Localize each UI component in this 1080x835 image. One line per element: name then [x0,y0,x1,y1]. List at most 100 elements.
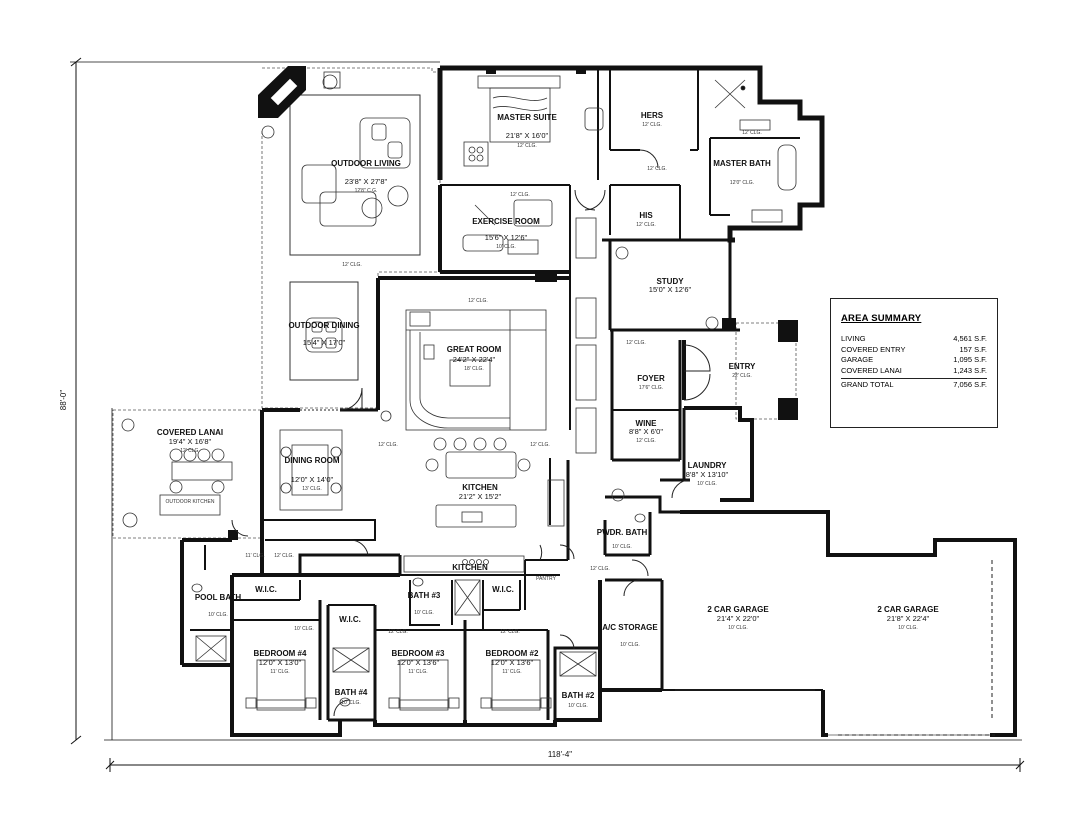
outdoor-living-label: OUTDOOR LIVING [331,159,401,168]
columns [228,66,798,540]
summary-row-garage: GARAGE 1,095 S.F. [841,355,987,366]
great-room-furniture [405,309,547,431]
outdoor-living-dims: 23'8" X 27'8" [345,177,388,186]
walls [180,65,1017,737]
kitchen-label: KITCHEN [462,483,498,492]
outdoor-dining-label: OUTDOOR DINING [288,321,359,330]
ac-storage-label: A/C STORAGE [602,623,658,632]
laundry-ceiling: 10' CLG. [697,481,717,487]
bath-4-ceiling: 10' CLG. [341,700,361,706]
covered-lanai-label: COVERED LANAI [157,428,223,437]
area-summary-title: AREA SUMMARY [841,313,922,324]
master-bath-ceiling: 12'0" CLG. [730,180,754,186]
bath-fixtures [191,513,646,707]
pwdr-bath-label: PWDR. BATH [597,528,648,537]
exercise-room-dims: 15'6" X 12'6" [485,233,528,242]
bedroom-4-label: BEDROOM #4 [254,649,307,658]
his-label: HIS [639,211,653,220]
bedroom-2-label: BEDROOM #2 [486,649,539,658]
door-swings [231,149,711,717]
dining-room-label: DINING ROOM [284,456,339,465]
summary-row-label: GARAGE [841,355,874,365]
closet-ceiling-note: 12' CLG. [647,166,667,172]
bedroom-4-dims: 12'0" X 13'0" [259,658,302,667]
bedroom-3-ceiling-note: 12' CLG. [388,629,408,635]
wic-3-label: W.I.C. [492,585,514,594]
dining-room-ceiling: 13' CLG. [302,486,322,492]
fireplace [258,66,306,118]
wic-1-label: W.I.C. [255,585,277,594]
exercise-room-ceiling: 10' CLG. [496,244,516,250]
summary-row-value: 157 S.F. [959,344,987,354]
bedroom-3-dims: 12'0" X 13'6" [397,658,440,667]
bath-4-label: BATH #4 [335,688,368,697]
overall-width-dimension: 118'-4" [548,750,572,759]
overall-depth-dimension: 88'-0" [59,390,68,411]
dining-room-dims: 12'0" X 14'0" [291,475,334,484]
foyer-ceiling: 17'6" CLG. [639,385,663,391]
summary-row-grand-total: GRAND TOTAL 7,056 S.F. [841,378,987,391]
his-ceiling: 12' CLG. [636,222,656,228]
bath-2-ceiling: 10' CLG. [568,703,588,709]
great-room-top-ceiling-note: 12' CLG. [468,298,488,304]
master-bed [463,75,604,167]
pool-bath-ceiling: 10' CLG. [208,612,228,618]
garage-2-dims: 21'8" X 22'4" [887,614,930,623]
summary-row-living: LIVING 4,561 S.F. [841,334,987,345]
garage-doors [675,560,995,736]
summary-row-value: 1,243 S.F. [953,365,987,375]
bath-3-label: BATH #3 [408,591,441,600]
wic-2-label: W.I.C. [339,615,361,624]
summary-row-value: 4,561 S.F. [953,334,987,343]
pantry-label: PANTRY [536,576,556,582]
entry-label: ENTRY [729,362,756,371]
bedroom-4-ceiling: 11' CLG. [270,669,289,675]
wine-dims: 8'8" X 6'0" [629,427,663,436]
bedroom-2-dims: 12'0" X 13'6" [491,658,534,667]
pool-bath-label: POOL BATH [195,593,242,602]
wine-label: WINE [636,419,658,428]
study-dims: 15'0" X 12'6" [649,285,692,294]
master-suite-ceiling: 12' CLG. [517,143,537,149]
garage-1-dims: 21'4" X 22'0" [717,614,760,623]
lanai-furniture [169,429,343,511]
summary-row-covered-lanai: COVERED LANAI 1,243 S.F. [841,366,987,377]
outdoor-dining-dims: 15'4" X 17'0" [303,338,346,347]
wine-ceiling: 12' CLG. [636,438,656,444]
summary-row-covered-entry: COVERED ENTRY 157 S.F. [841,345,987,356]
master-bath-ceiling-note: 12' CLG. [742,130,762,136]
bath-2-label: BATH #2 [562,691,595,700]
summary-total-value: 7,056 S.F. [953,380,987,390]
bedroom-3-label: BEDROOM #3 [392,649,445,658]
kitchen-counter-label: KITCHEN [452,563,488,572]
bedroom-2-ceiling-note: 12' CLG. [500,629,520,635]
covered-lanai-ceiling: 12' CLG. [180,448,200,454]
outdoor-kitchen-label: OUTDOOR KITCHEN [166,499,215,505]
bedroom-4-ceiling-note: 10' CLG. [294,626,314,632]
outdoor-living-furniture [301,71,411,227]
exercise-room-label: EXERCISE ROOM [472,217,540,226]
kitchen-ceiling-note: 12' CLG. [530,442,550,448]
outdoor-living-ceiling: 12'8" C.G. [355,188,378,194]
kitchen-fixtures [403,437,565,573]
covered-lanai-dims: 19'4" X 16'8" [169,437,212,446]
built-in-shelves [575,217,597,454]
hall-ceiling-note-left: 11' CLG. [245,553,264,559]
bedroom-furniture [245,659,552,711]
summary-row-label: LIVING [841,334,866,343]
study-label: STUDY [656,277,684,286]
bath-3-ceiling: 10' CLG. [414,610,434,616]
summary-row-label: COVERED LANAI [841,365,902,375]
master-bath-label: MASTER BATH [713,159,771,168]
master-suite-label: MASTER SUITE [497,113,557,122]
pwdr-bath-ceiling: 10' CLG. [612,544,632,550]
exercise-equipment [462,199,553,255]
great-room-ceiling: 18' CLG. [464,366,484,372]
summary-row-value: 1,095 S.F. [953,355,987,365]
laundry-label: LAUNDRY [688,461,727,470]
garage-1-ceiling: 10' CLG. [728,625,748,631]
garage-2-label: 2 CAR GARAGE [877,605,939,614]
dining-ceiling-note: 12' CLG. [378,442,398,448]
outdoor-dining-furniture [305,317,343,353]
overall-dimension-lines [70,57,1025,772]
